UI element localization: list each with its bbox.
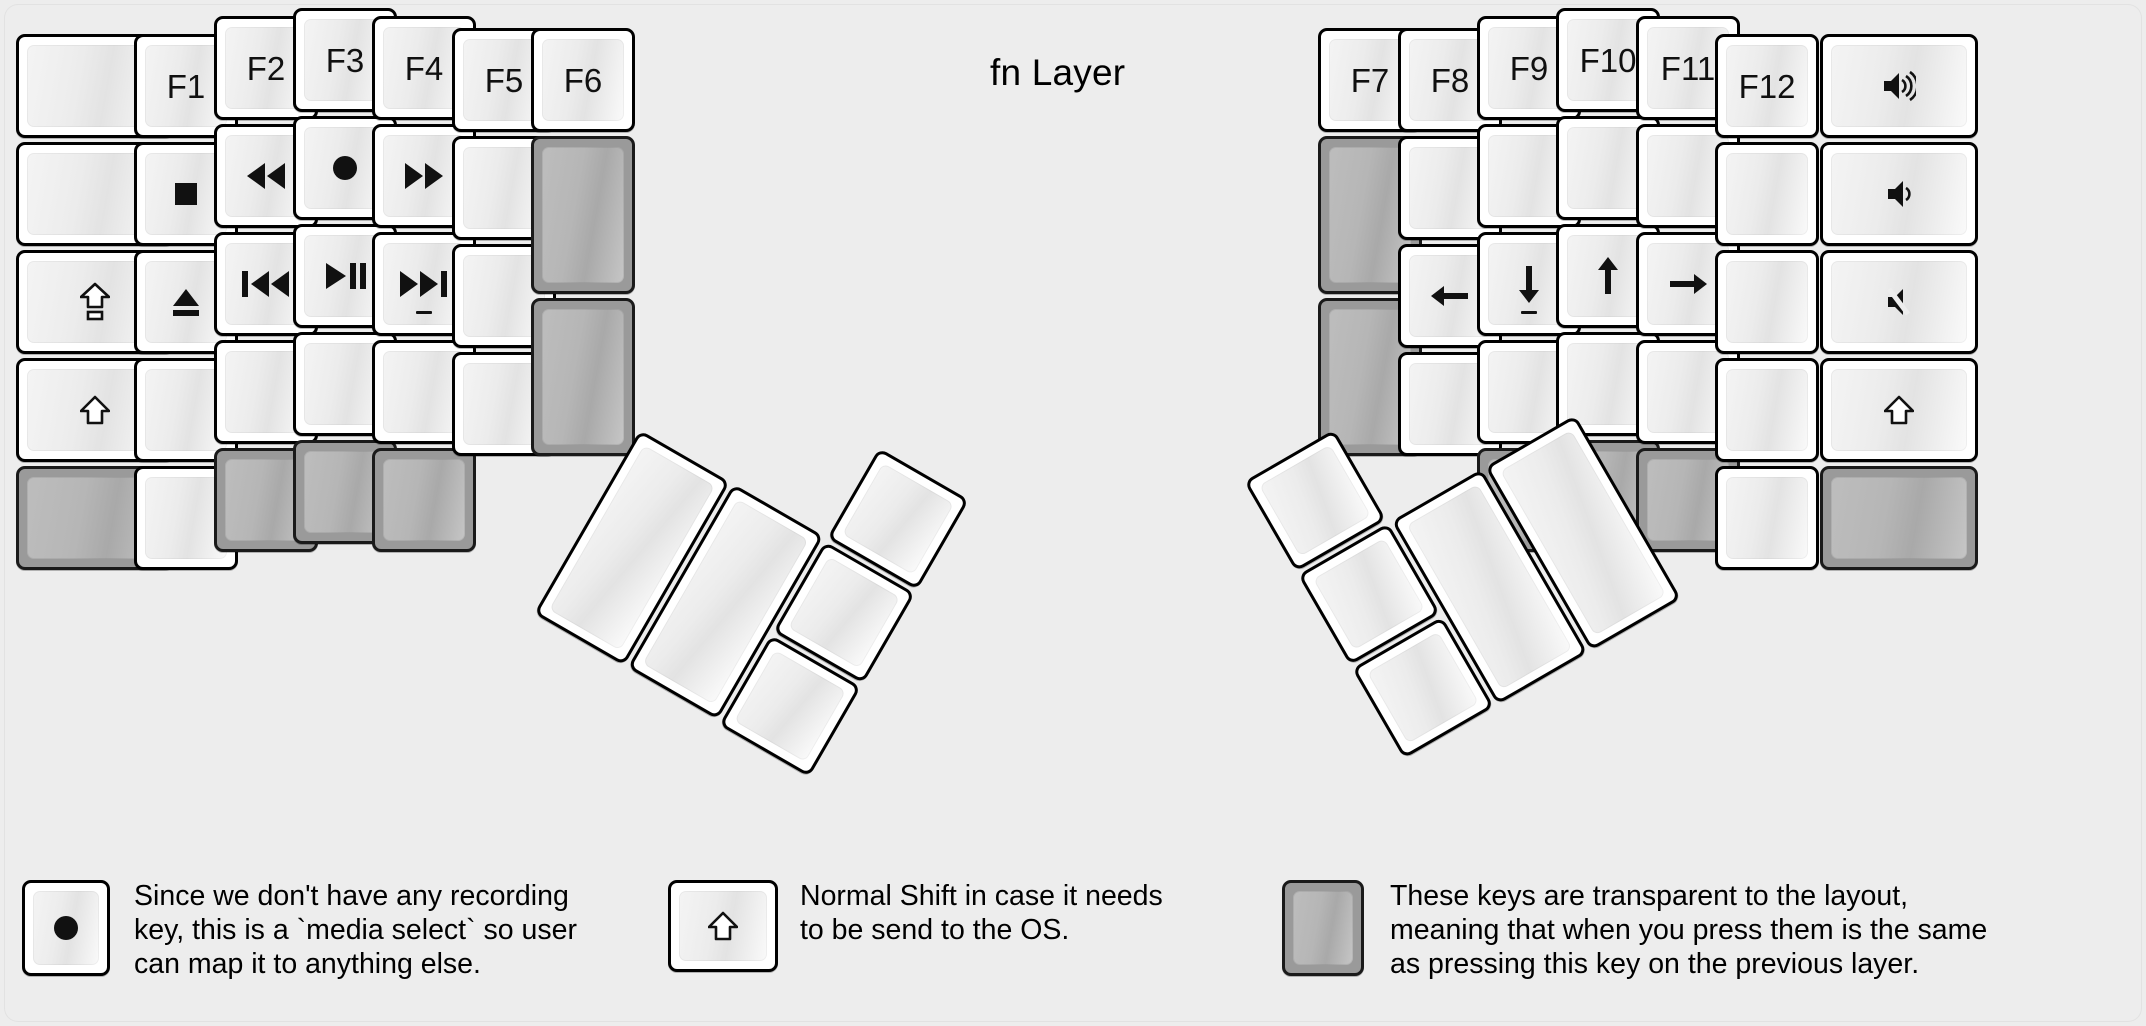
shift-icon bbox=[80, 395, 110, 425]
key-transparent[interactable] bbox=[531, 136, 635, 294]
keycap-face bbox=[383, 351, 465, 433]
key-label: F12 bbox=[1738, 67, 1796, 105]
keycap-face bbox=[1293, 891, 1353, 965]
key-label: F1 bbox=[166, 67, 206, 105]
key-label: F6 bbox=[563, 61, 603, 99]
keycap-face bbox=[383, 459, 465, 541]
media-next-icon bbox=[399, 270, 449, 298]
shift-icon bbox=[708, 911, 738, 941]
legend-text: Since we don't have any recording key, t… bbox=[134, 880, 577, 980]
key-blank[interactable] bbox=[1715, 250, 1819, 354]
key-volume-up[interactable] bbox=[1820, 34, 1978, 138]
key-blank[interactable] bbox=[1715, 466, 1819, 570]
key-media-previous[interactable] bbox=[214, 232, 318, 336]
arrow-right-icon bbox=[1668, 270, 1708, 298]
legend: Since we don't have any recording key, t… bbox=[0, 880, 2146, 1026]
arrow-up-icon bbox=[1594, 256, 1622, 296]
keycap-face bbox=[1726, 261, 1808, 343]
keycap-face bbox=[33, 891, 99, 965]
keycap-face bbox=[1567, 343, 1649, 425]
arrow-down-icon bbox=[1515, 264, 1543, 304]
legend-key-sample bbox=[1282, 880, 1364, 976]
key-shift[interactable] bbox=[668, 880, 778, 972]
keycap-face bbox=[679, 891, 767, 961]
keycap-face bbox=[1831, 153, 1967, 235]
keycap-face bbox=[1831, 477, 1967, 559]
keycap-face bbox=[1726, 369, 1808, 451]
volume-up-icon bbox=[1882, 70, 1916, 102]
caps-lock-icon bbox=[80, 282, 110, 322]
homing-bar bbox=[416, 311, 432, 314]
media-previous-icon bbox=[241, 270, 291, 298]
key-f6[interactable]: F6 bbox=[531, 28, 635, 132]
keycap-face bbox=[383, 243, 465, 325]
media-play-pause-icon bbox=[324, 262, 367, 290]
key-label: F4 bbox=[404, 49, 444, 87]
page-title: fn Layer bbox=[990, 52, 1126, 93]
keycap-face: F6 bbox=[542, 39, 624, 121]
legend-key-sample bbox=[668, 880, 778, 972]
keycap-face bbox=[145, 369, 227, 451]
legend-text: Normal Shift in case it needs to be send… bbox=[800, 880, 1163, 946]
keycap-face bbox=[145, 261, 227, 343]
keycap-face bbox=[1831, 45, 1967, 127]
keycap-face bbox=[542, 309, 624, 445]
key-f11[interactable]: F11 bbox=[1636, 16, 1740, 120]
key-label: F3 bbox=[325, 41, 365, 79]
keycap-face: F4 bbox=[383, 27, 465, 109]
keycap-face bbox=[145, 477, 227, 559]
arrow-left-icon bbox=[1430, 282, 1470, 310]
keycap-face: F7 bbox=[1329, 39, 1411, 121]
keycap-face bbox=[542, 147, 624, 283]
legend-item: Normal Shift in case it needs to be send… bbox=[668, 880, 1163, 972]
keycap-face bbox=[1329, 309, 1411, 445]
key-transparent[interactable] bbox=[531, 298, 635, 456]
media-record-icon bbox=[52, 914, 80, 942]
key-label: F9 bbox=[1509, 49, 1549, 87]
key-f12[interactable]: F12 bbox=[1715, 34, 1819, 138]
key-label: F7 bbox=[1350, 61, 1390, 99]
key-f7[interactable]: F7 bbox=[1318, 28, 1422, 132]
key-label: F10 bbox=[1579, 41, 1637, 79]
key-volume-mute[interactable] bbox=[1820, 250, 1978, 354]
legend-item: These keys are transparent to the layout… bbox=[1282, 880, 1987, 982]
volume-down-icon bbox=[1886, 178, 1912, 210]
key-label: F8 bbox=[1430, 61, 1470, 99]
media-eject-icon bbox=[171, 287, 201, 317]
keycap-face: F10 bbox=[1567, 19, 1649, 101]
homing-bar bbox=[1521, 311, 1537, 314]
key-transparent[interactable] bbox=[372, 448, 476, 552]
keycap-face: F12 bbox=[1726, 45, 1808, 127]
legend-text: These keys are transparent to the layout… bbox=[1390, 880, 1988, 980]
key-blank[interactable] bbox=[1715, 142, 1819, 246]
media-record-icon bbox=[331, 154, 359, 182]
keycap-face bbox=[1831, 261, 1967, 343]
key-media-record[interactable] bbox=[22, 880, 110, 976]
key-shift[interactable] bbox=[1820, 358, 1978, 462]
media-stop-icon bbox=[172, 180, 200, 208]
key-transparent[interactable] bbox=[1282, 880, 1364, 976]
keycap-face bbox=[1567, 235, 1649, 317]
keycap-face bbox=[1567, 127, 1649, 209]
keycap-face bbox=[1329, 147, 1411, 283]
key-transparent[interactable] bbox=[1820, 466, 1978, 570]
keycap-face bbox=[383, 135, 465, 217]
keycap-face bbox=[1726, 153, 1808, 235]
legend-item: Since we don't have any recording key, t… bbox=[22, 880, 577, 982]
key-label: F11 bbox=[1660, 49, 1716, 87]
key-label: F5 bbox=[484, 61, 524, 99]
keycap-face: F1 bbox=[145, 45, 227, 127]
key-blank[interactable] bbox=[1715, 358, 1819, 462]
volume-mute-icon bbox=[1886, 286, 1912, 318]
key-label: F2 bbox=[246, 49, 286, 87]
shift-icon bbox=[1884, 395, 1914, 425]
legend-key-sample bbox=[22, 880, 110, 976]
key-volume-down[interactable] bbox=[1820, 142, 1978, 246]
keycap-face bbox=[1726, 477, 1808, 559]
keycap-face bbox=[145, 153, 227, 235]
keycap-face bbox=[1831, 369, 1967, 451]
media-fast-forward-icon bbox=[403, 162, 445, 190]
media-rewind-icon bbox=[245, 162, 287, 190]
